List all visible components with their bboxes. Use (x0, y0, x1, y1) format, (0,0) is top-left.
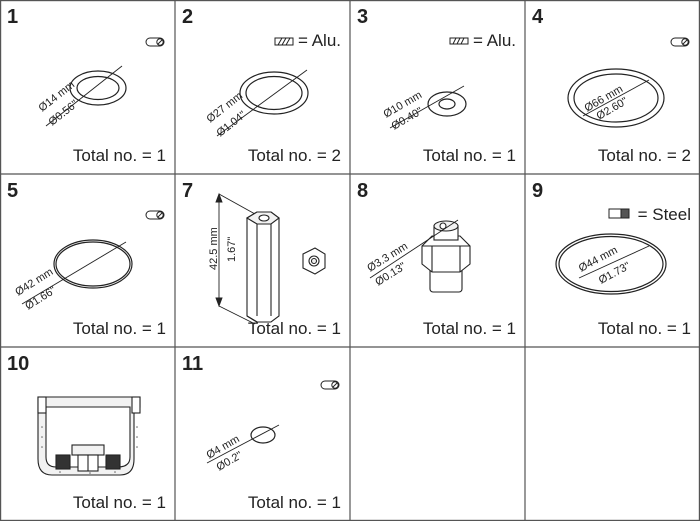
material-label: = Steel (637, 205, 691, 224)
part-cell-2: 2 Ø27 mm Ø1.04" = Alu. Total no. = 2 (175, 0, 350, 174)
o-ring-icon (320, 380, 340, 390)
total-count: Total no. = 2 (597, 146, 691, 165)
empty-cell (350, 347, 525, 521)
part-number: 4 (532, 6, 544, 28)
ball-part (250, 426, 276, 444)
part-number: 8 (357, 180, 369, 202)
material-label: = Alu. (472, 31, 516, 50)
part-cell-3: 3 Ø10 mm Ø0.40" = Alu. Total no. = 1 (350, 0, 525, 174)
part-8-drawing: Ø3.3 mm Ø0.13" (365, 219, 471, 293)
total-count: Total no. = 1 (422, 146, 516, 165)
hex-spacer-part (245, 211, 280, 323)
nozzle-part (421, 220, 471, 293)
part-number: 9 (532, 180, 544, 202)
part-number: 5 (7, 180, 19, 202)
part-3-drawing: Ø10 mm Ø0.40" (382, 37, 469, 133)
total-count: Total no. = 1 (247, 493, 341, 512)
part-1-drawing: Ø14 mm Ø0.56" (36, 37, 165, 128)
flat-gasket-icon (274, 37, 294, 46)
dimension-inch: 1.67" (226, 237, 238, 262)
o-ring-icon (670, 37, 690, 47)
part-number: 11 (182, 353, 204, 375)
part-10-drawing (37, 396, 141, 476)
part-number: 2 (182, 6, 194, 28)
part-number: 3 (357, 6, 369, 28)
part-7-drawing: 42.5 mm 1.67" (208, 192, 326, 325)
o-ring-icon (145, 37, 165, 47)
material-label: = Alu. (297, 31, 341, 50)
part-number: 1 (7, 6, 19, 28)
hex-nut-part (302, 247, 326, 275)
flat-gasket-part (239, 71, 309, 115)
part-cell-7: 7 42.5 mm 1.67" (175, 174, 350, 347)
empty-cell (525, 347, 700, 521)
total-count: Total no. = 1 (597, 319, 691, 338)
part-number: 10 (7, 353, 30, 375)
part-cell-10: 10 Total no. = (0, 347, 175, 521)
flat-washer-part (427, 91, 467, 117)
dimension-mm: 42.5 mm (208, 227, 220, 270)
part-5-drawing: Ø42 mm Ø1.66" (13, 210, 165, 313)
part-cell-5: 5 Ø42 mm Ø1.66" Total no. = 1 (0, 174, 175, 347)
total-count: Total no. = 1 (247, 319, 341, 338)
o-ring-part (53, 239, 133, 289)
total-count: Total no. = 1 (72, 146, 166, 165)
part-4-drawing: Ø66 mm Ø2.60" (567, 37, 690, 128)
part-cell-4: 4 Ø66 mm Ø2.60" Total no. = 2 (525, 0, 700, 174)
part-cell-1: 1 Ø14 mm Ø0.56" Total no. = 1 (0, 0, 175, 174)
part-2-drawing: Ø27 mm Ø1.04" (204, 37, 309, 139)
total-count: Total no. = 1 (72, 493, 166, 512)
part-9-drawing: Ø44 mm Ø1.73" (555, 208, 667, 295)
cup-part-cross-section (37, 396, 141, 476)
o-ring-icon (145, 210, 165, 220)
steel-gasket-icon (608, 208, 630, 219)
part-cell-8: 8 Ø3.3 mm Ø0.13" Total no. = 1 (350, 174, 525, 347)
part-11-drawing: Ø4 mm Ø0.2" (205, 380, 340, 474)
total-count: Total no. = 1 (422, 319, 516, 338)
flat-gasket-icon (449, 37, 469, 45)
steel-ring-part (555, 233, 667, 295)
part-cell-11: 11 Ø4 mm Ø0.2" Total no. = 1 (175, 347, 350, 521)
part-cell-9: 9 Ø44 mm Ø1.73" = Steel Total no. = 1 (525, 174, 700, 347)
part-number: 7 (182, 180, 194, 202)
total-count: Total no. = 2 (247, 146, 341, 165)
total-count: Total no. = 1 (72, 319, 166, 338)
